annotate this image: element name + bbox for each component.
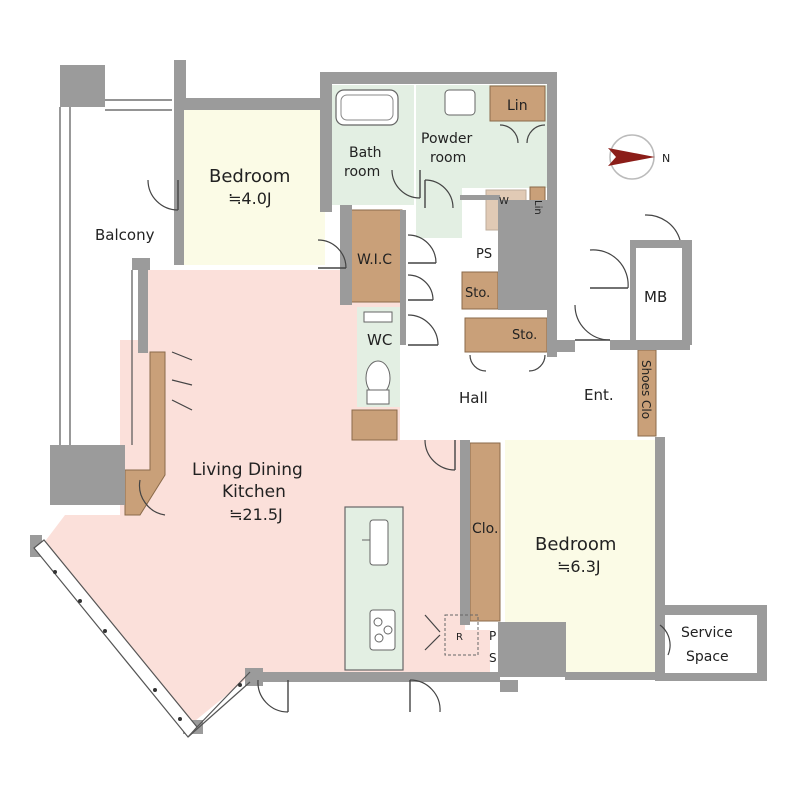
sto-upper-label: Sto. [465, 286, 490, 301]
entrance-floor[interactable] [560, 352, 638, 437]
wic-block[interactable] [349, 209, 403, 303]
window-marks [53, 570, 242, 721]
sink [369, 519, 389, 566]
bathtub [335, 89, 399, 126]
powder-label-2: room [430, 150, 466, 166]
ps-lower-label: P S [489, 629, 500, 665]
wic-label: W.I.C [357, 252, 392, 268]
bedroom1-size: ≒4.0J [228, 189, 272, 208]
closet[interactable] [469, 442, 501, 622]
doors [138, 124, 681, 713]
ldk-size: ≒21.5J [229, 505, 283, 524]
stove [369, 609, 396, 651]
sto-upper[interactable] [461, 271, 499, 310]
entrance-label: Ent. [584, 386, 614, 404]
service-label-1: Service [681, 625, 733, 641]
vanity-sink [444, 89, 476, 116]
ps-lower-p: P [489, 629, 496, 643]
ldk-label-1: Living Dining [192, 460, 303, 480]
powder-label-1: Powder [421, 131, 472, 147]
ldk-side-shelf[interactable] [124, 351, 166, 516]
storage-units [124, 85, 657, 622]
mb-label: MB [644, 288, 667, 306]
bath-label-1: Bath [349, 145, 382, 161]
bedroom1-floor[interactable] [183, 110, 325, 265]
sto-lower[interactable] [464, 317, 548, 353]
ldk-label-2: Kitchen [222, 482, 286, 502]
north-arrow-icon: N [608, 134, 670, 180]
powder-floor[interactable] [416, 85, 547, 238]
service-label: Service Space [681, 625, 737, 665]
hall-floor[interactable] [405, 240, 560, 438]
fridge-label: R [456, 632, 463, 643]
hall-label: Hall [459, 389, 488, 407]
compass-label: N [662, 152, 670, 165]
closet-label: Clo. [472, 521, 498, 537]
bedroom2-floor[interactable] [505, 440, 658, 672]
lin-label: Lin [507, 98, 528, 114]
bath-label-2: room [344, 164, 380, 180]
shoes-label: Shoes Clo [639, 360, 653, 419]
bedroom1-label: Bedroom [209, 166, 290, 187]
bath-label: Bath room [344, 145, 386, 180]
bottom-shelf[interactable] [351, 409, 398, 441]
fridge-space [444, 614, 479, 656]
balcony-label: Balcony [95, 226, 155, 244]
lin-cabinet[interactable] [489, 85, 546, 122]
washer-label: W [499, 196, 509, 207]
ps-lower-s: S [489, 651, 497, 665]
service-label-2: Space [686, 649, 729, 665]
lin-small-label: Lin [532, 200, 543, 215]
walls [30, 60, 767, 734]
ps-upper-label: PS [476, 247, 492, 262]
service-floor[interactable] [667, 615, 755, 673]
powder-label: Powder room [421, 131, 477, 166]
sto-lower-label: Sto. [512, 328, 537, 343]
wc-label: WC [367, 331, 392, 349]
bedroom2-size: ≒6.3J [557, 557, 601, 576]
bedroom2-label: Bedroom [535, 534, 616, 555]
